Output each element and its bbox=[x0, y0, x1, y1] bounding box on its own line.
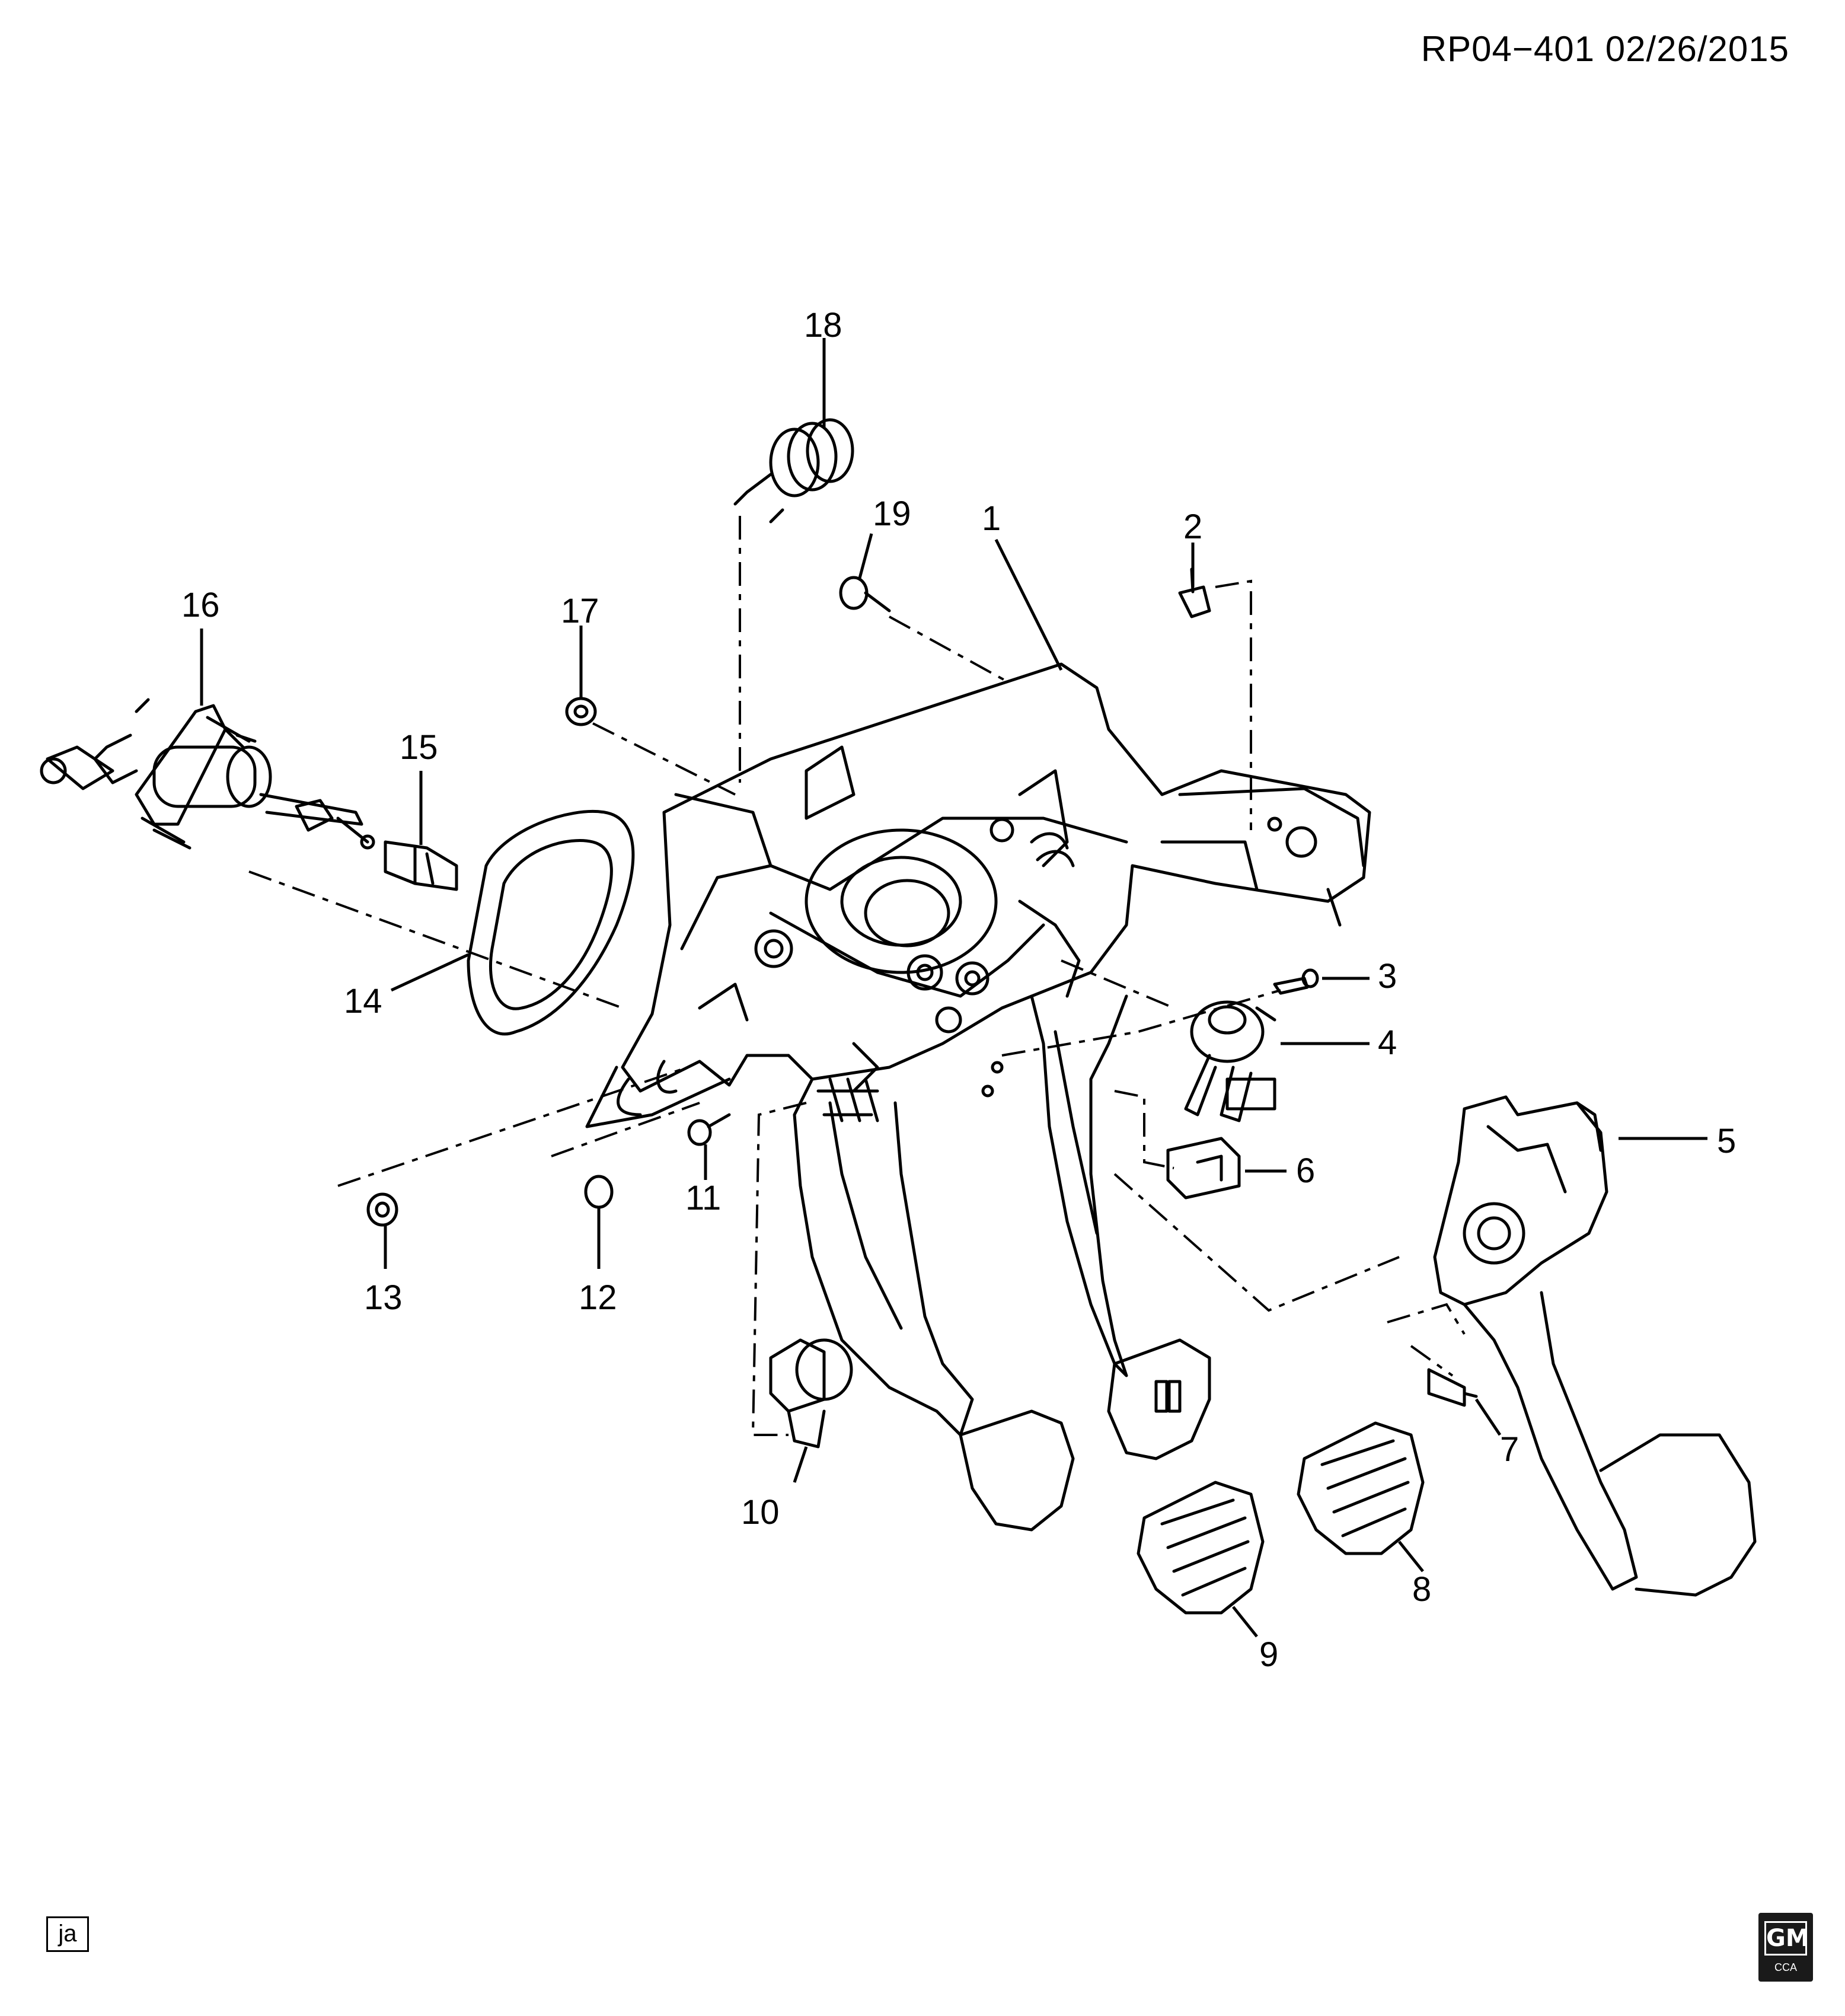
callout-17: 17 bbox=[561, 592, 599, 630]
switch-6 bbox=[1166, 1137, 1241, 1200]
callout-10: 10 bbox=[741, 1493, 780, 1532]
screw-3 bbox=[1273, 968, 1319, 995]
callout-14: 14 bbox=[344, 982, 382, 1020]
diagram-code-date: RP04−401 02/26/2015 bbox=[1421, 29, 1789, 69]
cca-logo-text: CCA bbox=[1774, 1961, 1797, 1973]
pedal-pad-9 bbox=[1137, 1481, 1265, 1615]
callout-13: 13 bbox=[364, 1278, 403, 1317]
accelerator-pedal-assembly bbox=[1433, 1095, 1757, 1597]
callout-2: 2 bbox=[1183, 508, 1203, 546]
illustrator-tag: ja bbox=[46, 1916, 89, 1952]
bolt-7 bbox=[1427, 1368, 1478, 1407]
pedal-pad-8 bbox=[1297, 1421, 1425, 1555]
gm-logo-text: GM bbox=[1764, 1921, 1809, 1956]
pedal-bracket-assembly bbox=[585, 662, 1371, 1532]
callout-5: 5 bbox=[1717, 1122, 1737, 1160]
callout-15: 15 bbox=[400, 728, 438, 767]
clip-15 bbox=[384, 840, 458, 891]
screw-19 bbox=[839, 576, 891, 613]
plug-12 bbox=[584, 1175, 614, 1209]
alignment-lines bbox=[248, 516, 1466, 1436]
return-spring bbox=[733, 418, 854, 524]
clutch-master-cylinder bbox=[40, 698, 375, 850]
screw-11 bbox=[687, 1113, 731, 1146]
callout-6: 6 bbox=[1296, 1151, 1316, 1190]
callout-4: 4 bbox=[1378, 1023, 1397, 1062]
callout-8: 8 bbox=[1412, 1570, 1432, 1609]
callout-9: 9 bbox=[1259, 1635, 1279, 1674]
gasket bbox=[467, 810, 635, 1036]
bolt-2 bbox=[1178, 567, 1211, 618]
callout-3: 3 bbox=[1378, 957, 1397, 996]
callout-11: 11 bbox=[685, 1179, 722, 1217]
callout-18: 18 bbox=[804, 306, 842, 344]
sensor-10 bbox=[769, 1338, 853, 1449]
switch-4 bbox=[1184, 1000, 1276, 1122]
leader-lines bbox=[200, 338, 1707, 1638]
callout-16: 16 bbox=[181, 586, 220, 624]
callout-19: 19 bbox=[873, 495, 911, 533]
callout-12: 12 bbox=[579, 1278, 617, 1317]
nut-13 bbox=[366, 1192, 398, 1227]
callout-1: 1 bbox=[982, 499, 1001, 538]
gm-cca-logo: GM CCA bbox=[1758, 1913, 1813, 1982]
callout-7: 7 bbox=[1500, 1430, 1520, 1469]
nut-17 bbox=[565, 697, 597, 726]
